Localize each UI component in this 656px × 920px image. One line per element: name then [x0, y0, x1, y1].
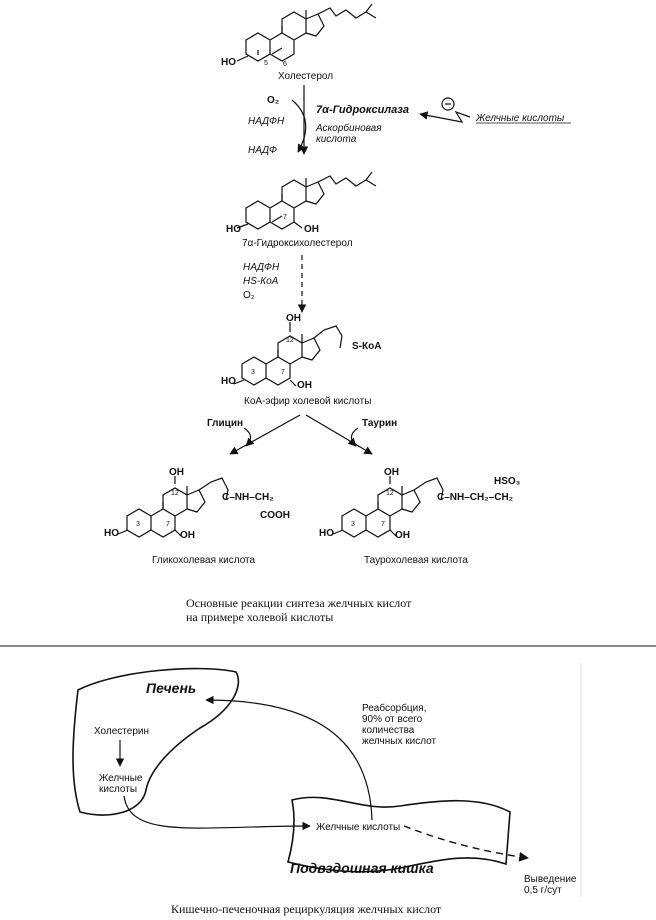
oh-12-tau: OH	[384, 467, 399, 478]
pos-7b: 7	[281, 369, 285, 376]
excretion-2: 0,5 г/сут	[524, 885, 562, 896]
pos-6: 6	[283, 61, 287, 68]
koa-ester-structure: OH 12 3 7 HO OH S-КоА КоА-эфир холевой к…	[221, 313, 381, 407]
excretion-1: Выведение	[524, 874, 577, 885]
pos-12-tau: 12	[386, 490, 394, 497]
hs-koa-label: HS-КоА	[243, 276, 279, 287]
s-koa-label: S-КоА	[352, 341, 381, 352]
glyco-cooh: COOH	[260, 510, 290, 521]
ho-label-3: HO	[221, 376, 236, 387]
glycine-label: Глицин	[207, 418, 243, 429]
synthesis-caption-2: на примере холевой кислоты	[186, 610, 333, 624]
cholesterol-structure: 5 6 HO Холестерол	[221, 3, 377, 82]
branch-arrow-left	[229, 414, 301, 455]
pos-5: 5	[264, 60, 268, 67]
pos-3: 3	[251, 369, 255, 376]
reabsorption-1: Реабсорбция,	[362, 702, 426, 714]
recirculation-diagram: Печень Холестерин Желчные кислоты Подвзд…	[72, 663, 582, 897]
secretion-arrow	[123, 795, 311, 831]
reabsorption-3: количества	[362, 725, 415, 736]
cholesterol-label: Холестерол	[278, 71, 333, 82]
pos-12: 12	[286, 337, 294, 344]
recirculation-caption: Кишечно-печеночная рециркуляция желчных …	[171, 902, 442, 916]
pos-7-gly: 7	[166, 521, 170, 528]
ho-label: HO	[221, 57, 236, 68]
bile-acids-inhibitor-label: Желчные кислоты	[475, 113, 565, 124]
excretion-arrow	[403, 825, 529, 862]
bile-acids-liver-1: Желчные	[99, 773, 143, 784]
pos-3-tau: 3	[351, 521, 355, 528]
ho-gly: HO	[104, 528, 119, 539]
tauro-group: C–NH–CH₂–CH₂	[437, 492, 513, 503]
liver-shape	[72, 667, 240, 816]
ho-label-2: HO	[226, 224, 241, 235]
liver-label: Печень	[146, 680, 196, 696]
taurocholic-label: Таурохолевая кислота	[364, 555, 468, 566]
bile-acids-liver-2: кислоты	[99, 784, 137, 795]
branch-arrow-right	[305, 414, 373, 455]
oh-label-2: OH	[304, 224, 319, 235]
taurocholic-structure: OH 12 3 7 HO OH C–NH–CH₂–CH₂ HSO₃ Таурох…	[319, 467, 521, 566]
taurine-label: Таурин	[362, 418, 397, 429]
ascorbic-label-1: Аскорбиновая	[315, 122, 382, 134]
reabsorption-4: желчных кислот	[362, 736, 436, 747]
reabsorption-2: 90% от всего	[362, 714, 423, 725]
oh-12: OH	[286, 313, 301, 324]
nadph-label: НАДФН	[248, 116, 285, 127]
o2-label: O₂	[267, 95, 279, 106]
ascorbic-label-2: кислота	[316, 134, 357, 145]
oh-label-3: OH	[297, 380, 312, 391]
glycocholic-label: Гликохолевая кислота	[152, 555, 256, 566]
oh-12-gly: OH	[169, 467, 184, 478]
ileum-label: Подвздошная кишка	[290, 860, 434, 876]
oh-tau: OH	[395, 530, 410, 541]
tauro-so3: HSO₃	[494, 476, 521, 487]
glyco-group: C–NH–CH₂	[222, 492, 274, 503]
inhibition-icon	[441, 97, 455, 111]
synthesis-caption-1: Основные реакции синтеза желчных кислот	[186, 596, 412, 610]
inhibition-arrow	[419, 110, 471, 123]
hydroxycholesterol-label: 7α-Гидроксихолестерол	[242, 238, 353, 249]
enzyme-label: 7α-Гидроксилаза	[316, 104, 409, 116]
pos-3-gly: 3	[136, 521, 140, 528]
oh-gly: OH	[180, 530, 195, 541]
ho-tau: HO	[319, 528, 334, 539]
reabsorption-arrow	[205, 695, 373, 821]
cofactor-arrow	[291, 99, 307, 153]
hydroxycholesterol-structure: 7 HO OH 7α-Гидроксихолестерол	[226, 171, 377, 249]
glycocholic-structure: OH 12 3 7 HO OH C–NH–CH₂ COOH Гликохолев…	[104, 467, 290, 566]
koa-ester-label: КоА-эфир холевой кислоты	[244, 395, 371, 407]
pos-7: 7	[283, 214, 287, 221]
cholesterol-liver: Холестерин	[94, 726, 149, 737]
nadp-label: НАДФ	[248, 145, 277, 156]
o2-label-2: O₂	[243, 290, 255, 301]
pos-12-gly: 12	[171, 490, 179, 497]
nadph-label-2: НАДФН	[243, 262, 280, 273]
intestine-bile-acids: Желчные кислоты	[316, 822, 400, 833]
intestine-shape	[287, 796, 511, 873]
pos-7-tau: 7	[381, 521, 385, 528]
